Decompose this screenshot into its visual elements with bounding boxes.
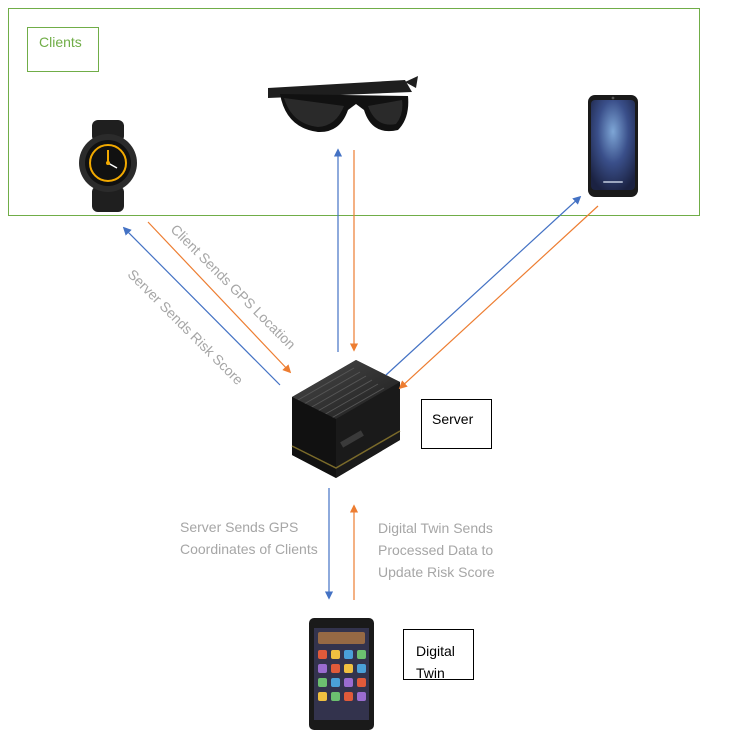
smartphone-icon <box>588 95 638 197</box>
server-box-icon <box>291 360 401 478</box>
digital-twin-label: Digital Twin <box>403 629 474 681</box>
server-to-client-arrow-watch <box>122 226 281 386</box>
clients-label: Clients <box>27 27 99 72</box>
edge-label-server-sends-coords: Server Sends GPS Coordinates of Clients <box>180 519 318 557</box>
tablet-icon <box>309 618 374 730</box>
edge-label-twin-sends-data: Digital Twin Sends Processed Data to Upd… <box>378 520 495 580</box>
client-to-server-arrow-phone <box>398 205 599 390</box>
client-to-server-arrow-watch <box>147 221 292 374</box>
server-label: Server <box>421 399 492 449</box>
smart-glasses-icon <box>268 76 418 133</box>
smartwatch-icon <box>79 120 137 212</box>
server-to-client-arrow-phone <box>385 195 582 376</box>
